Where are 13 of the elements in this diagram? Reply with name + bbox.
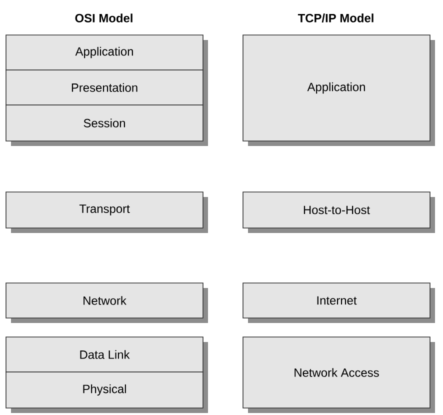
layer-box: Presentation <box>6 70 204 106</box>
layer-box: Application <box>6 34 204 70</box>
column-heading: TCP/IP Model <box>298 14 374 22</box>
layer-box: Data Link <box>6 336 204 372</box>
layer-box: Physical <box>6 372 204 408</box>
layer-box: Transport <box>6 192 204 228</box>
layer-box: Internet <box>242 282 430 318</box>
column-heading: OSI Model <box>75 14 132 22</box>
layer-box: Session <box>6 104 204 142</box>
layer-box: Network <box>6 282 204 318</box>
layer-box: Network Access <box>242 336 430 408</box>
layer-box: Host-to-Host <box>242 192 430 228</box>
layer-box: Application <box>242 34 430 142</box>
